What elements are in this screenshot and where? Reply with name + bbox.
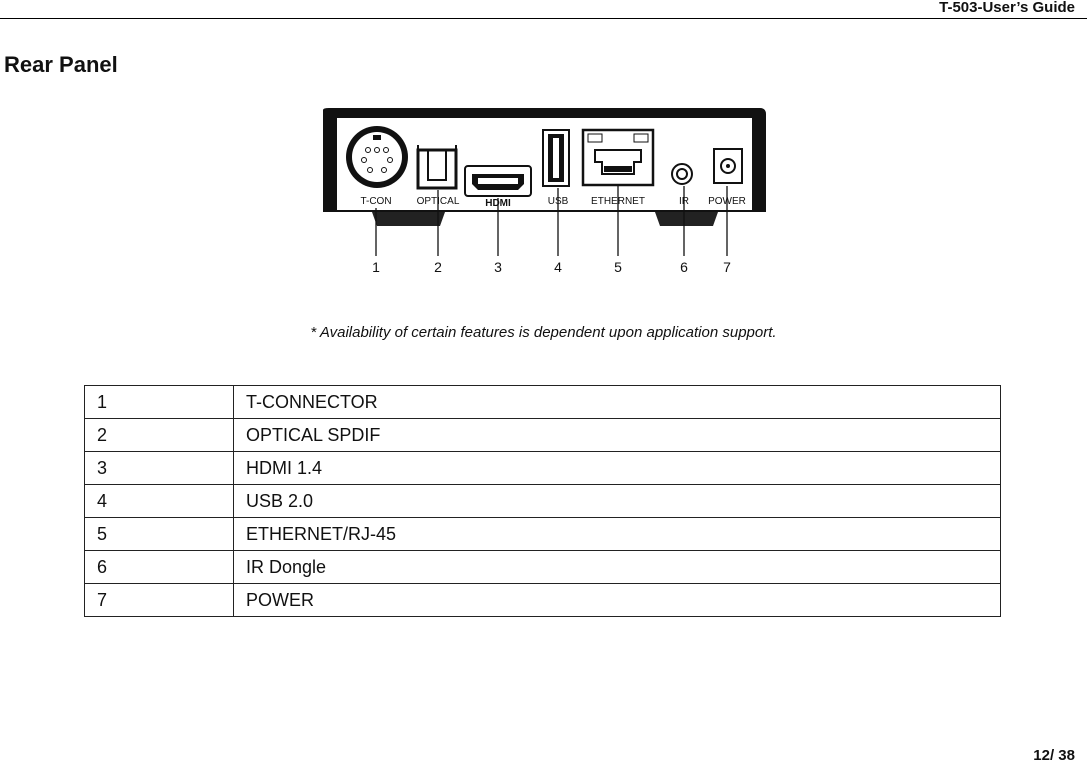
ethernet-port-icon bbox=[581, 128, 655, 187]
device-foot-left bbox=[372, 212, 445, 226]
port-number: 2 bbox=[84, 418, 234, 452]
table-row: 6 IR Dongle bbox=[84, 550, 1001, 584]
callout-3: 3 bbox=[494, 259, 502, 275]
table-row: 1 T-CONNECTOR bbox=[84, 385, 1001, 419]
port-description: ETHERNET/RJ-45 bbox=[233, 517, 1001, 551]
table-row: 3 HDMI 1.4 bbox=[84, 451, 1001, 485]
port-number: 5 bbox=[84, 517, 234, 551]
callout-5: 5 bbox=[614, 259, 622, 275]
port-description: HDMI 1.4 bbox=[233, 451, 1001, 485]
device-foot-right bbox=[655, 212, 718, 226]
optical-port-icon bbox=[416, 145, 458, 190]
port-description: POWER bbox=[233, 583, 1001, 617]
usb-port-icon bbox=[542, 129, 570, 187]
callout-2: 2 bbox=[434, 259, 442, 275]
table-row: 4 USB 2.0 bbox=[84, 484, 1001, 518]
callout-6: 6 bbox=[680, 259, 688, 275]
table-row: 7 POWER bbox=[84, 583, 1001, 617]
port-number: 3 bbox=[84, 451, 234, 485]
hdmi-port-icon bbox=[464, 165, 532, 197]
header-divider bbox=[0, 18, 1087, 19]
port-label-t-con: T-CON bbox=[360, 196, 391, 207]
port-description: T-CONNECTOR bbox=[233, 385, 1001, 419]
callout-7: 7 bbox=[723, 259, 731, 275]
callout-4: 4 bbox=[554, 259, 562, 275]
port-number: 1 bbox=[84, 385, 234, 419]
rear-panel-illustration: T-CON OPTICAL HDMI USB ETHERNET IR POWER… bbox=[0, 0, 1087, 305]
table-row: 5 ETHERNET/RJ-45 bbox=[84, 517, 1001, 551]
table-row: 2 OPTICAL SPDIF bbox=[84, 418, 1001, 452]
ir-port-icon bbox=[671, 163, 693, 185]
port-description-table: 1 T-CONNECTOR 2 OPTICAL SPDIF 3 HDMI 1.4… bbox=[84, 385, 1001, 617]
callout-1: 1 bbox=[372, 259, 380, 275]
t-con-port-icon bbox=[346, 126, 408, 188]
port-number: 6 bbox=[84, 550, 234, 584]
section-title: Rear Panel bbox=[4, 52, 118, 77]
port-description: USB 2.0 bbox=[233, 484, 1001, 518]
availability-note: * Availability of certain features is de… bbox=[310, 324, 777, 341]
document-header-title: T-503-User’s Guide bbox=[939, 0, 1075, 16]
port-description: IR Dongle bbox=[233, 550, 1001, 584]
port-description: OPTICAL SPDIF bbox=[233, 418, 1001, 452]
port-number: 4 bbox=[84, 484, 234, 518]
page-number: 12/ 38 bbox=[1033, 747, 1075, 764]
power-port-icon bbox=[713, 148, 743, 184]
port-number: 7 bbox=[84, 583, 234, 617]
